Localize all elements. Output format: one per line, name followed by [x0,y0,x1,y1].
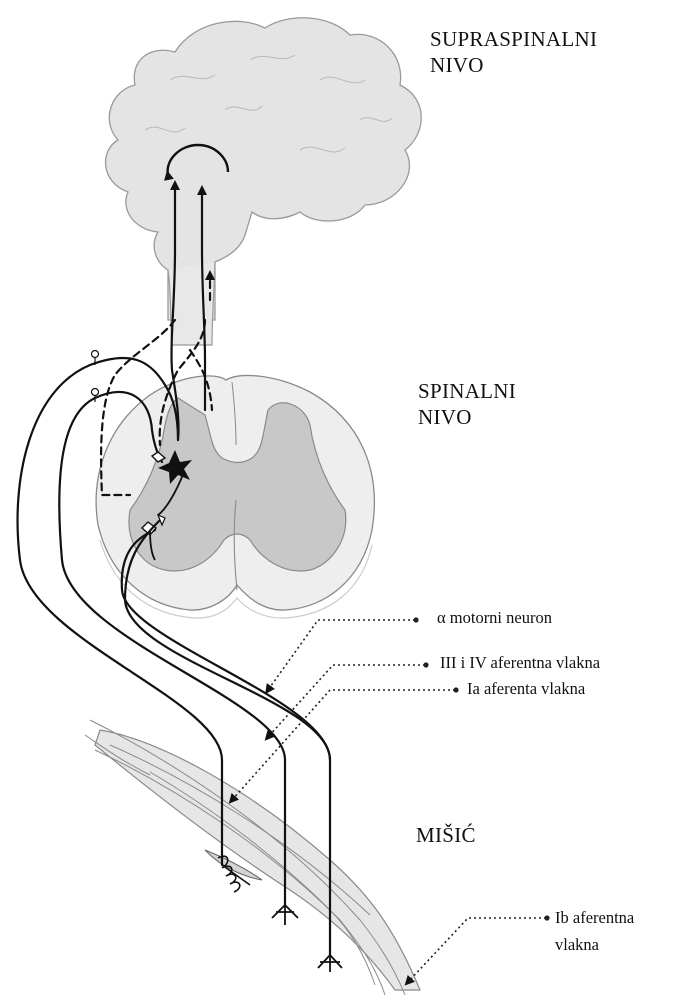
leader-alpha-motor [268,620,415,690]
label-afferent-ib-line2: vlakna [555,935,634,956]
label-supraspinal-level: SUPRASPINALNI NIVO [430,26,597,79]
leader-ib [408,918,546,982]
label-afferent-ia: Ia aferenta vlakna [467,679,585,700]
label-afferent-iii-iv: III i IV aferentna vlakna [440,653,600,674]
label-muscle: MIŠIĆ [416,822,476,848]
label-spinal-line1: SPINALNI [418,378,516,404]
brain-outline [106,18,422,320]
label-alpha-motor-neuron: α motorni neuron [437,608,552,629]
muscle [85,720,420,995]
leader-ia [232,690,455,800]
ending-ib [318,955,342,972]
leader-iii-iv [268,665,425,737]
label-supraspinal-line1: SUPRASPINALNI [430,26,597,52]
ending-iii-iv [272,905,298,925]
brain [106,18,422,345]
label-supraspinal-line2: NIVO [430,52,597,78]
ganglion-markers [92,351,99,403]
label-spinal-level: SPINALNI NIVO [418,378,516,431]
spinal-cord [96,376,374,619]
muscle-belly [95,730,420,990]
label-afferent-ib-line1: Ib aferentna [555,908,634,929]
label-spinal-line2: NIVO [418,404,516,430]
label-afferent-ib: Ib aferentna vlakna [555,908,634,955]
